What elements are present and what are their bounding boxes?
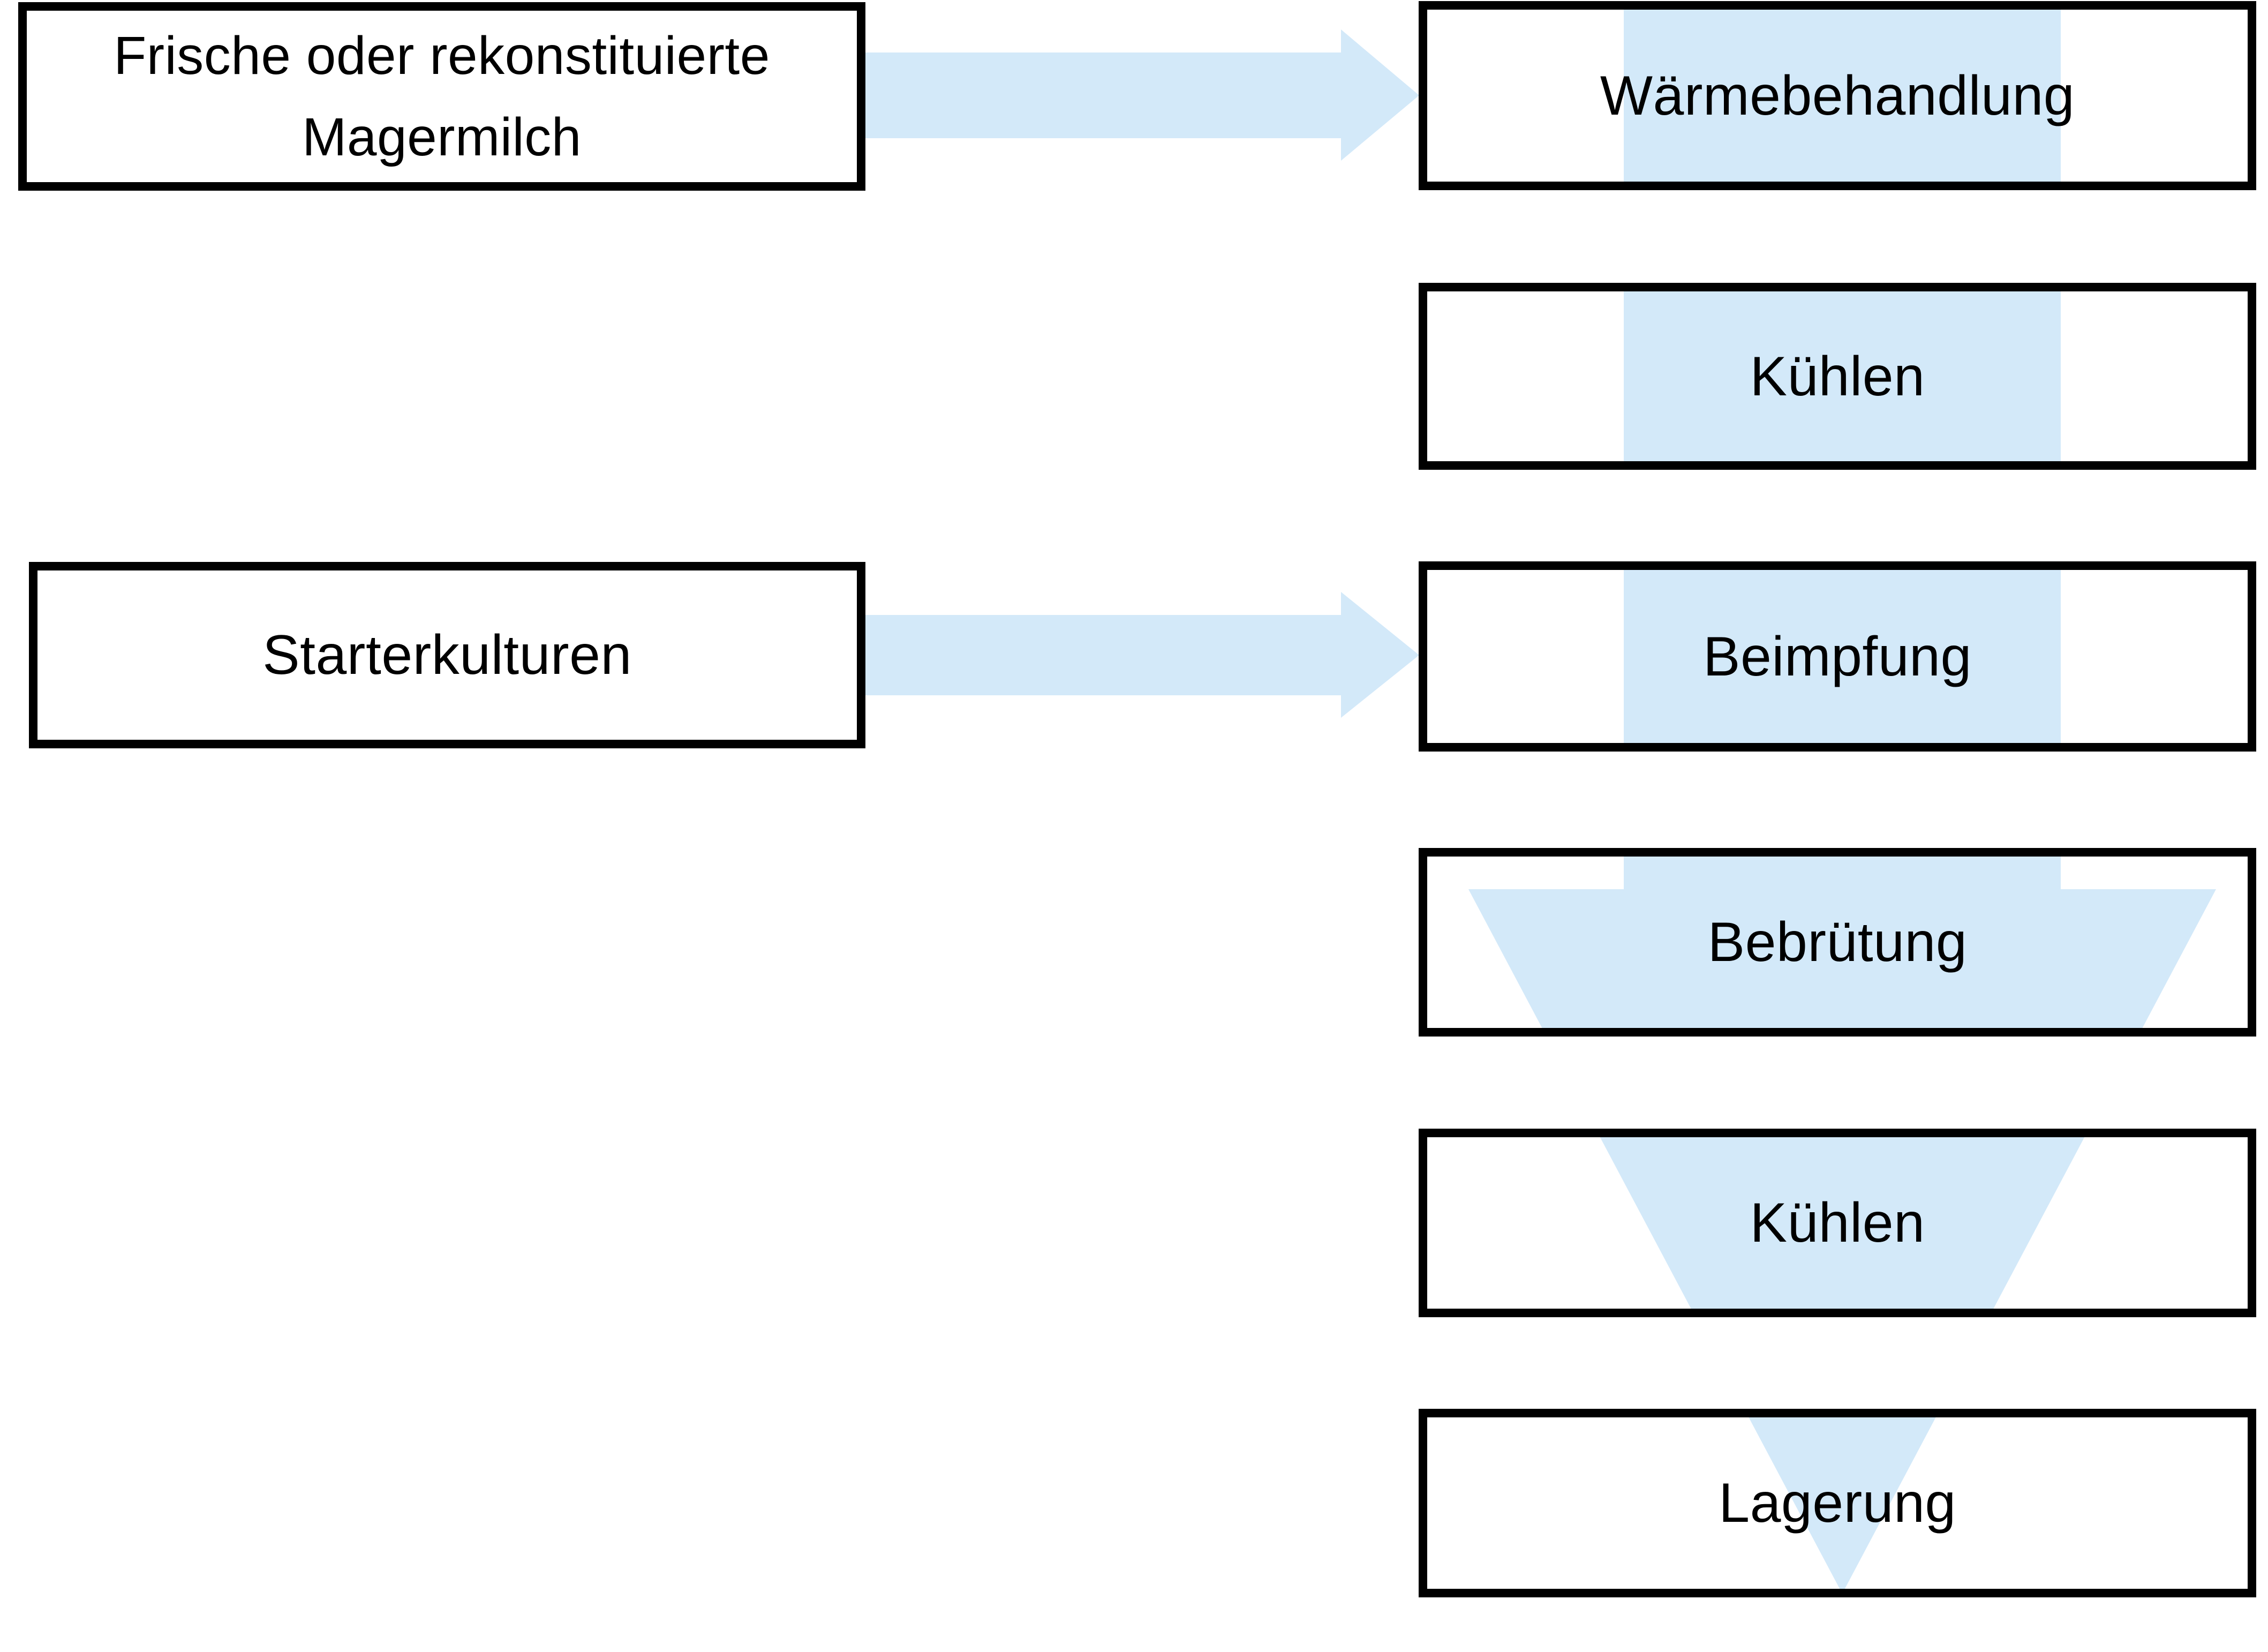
input-box-skim-milk: Frische oder rekonstituierte Magermilch (18, 2, 865, 191)
step-box-beimpfung-label: Beimpfung (1703, 625, 1972, 688)
step-box-kuehlen-1-label: Kühlen (1750, 345, 1925, 408)
input-box-skim-milk-label: Frische oder rekonstituierte Magermilch (114, 26, 770, 167)
right-arrow-starter-icon (865, 592, 1419, 718)
step-box-kuehlen-1: Kühlen (1419, 283, 2256, 470)
step-box-lagerung: Lagerung (1419, 1409, 2256, 1597)
down-arrow-icon (1468, 10, 2216, 1589)
step-box-waermebehandlung: Wärmebehandlung (1419, 1, 2256, 190)
step-box-lagerung-label: Lagerung (1719, 1472, 1956, 1534)
step-box-bebruetung: Bebrütung (1419, 848, 2256, 1037)
input-box-starter-cultures-label: Starterkulturen (262, 624, 632, 686)
step-box-kuehlen-2: Kühlen (1419, 1129, 2256, 1317)
step-box-bebruetung-label: Bebrütung (1707, 911, 1968, 973)
step-box-kuehlen-2-label: Kühlen (1750, 1192, 1925, 1254)
right-arrow-milk-icon (865, 29, 1419, 161)
input-box-starter-cultures: Starterkulturen (29, 562, 865, 748)
step-box-waermebehandlung-label: Wärmebehandlung (1600, 64, 2075, 127)
step-box-beimpfung: Beimpfung (1419, 561, 2256, 752)
